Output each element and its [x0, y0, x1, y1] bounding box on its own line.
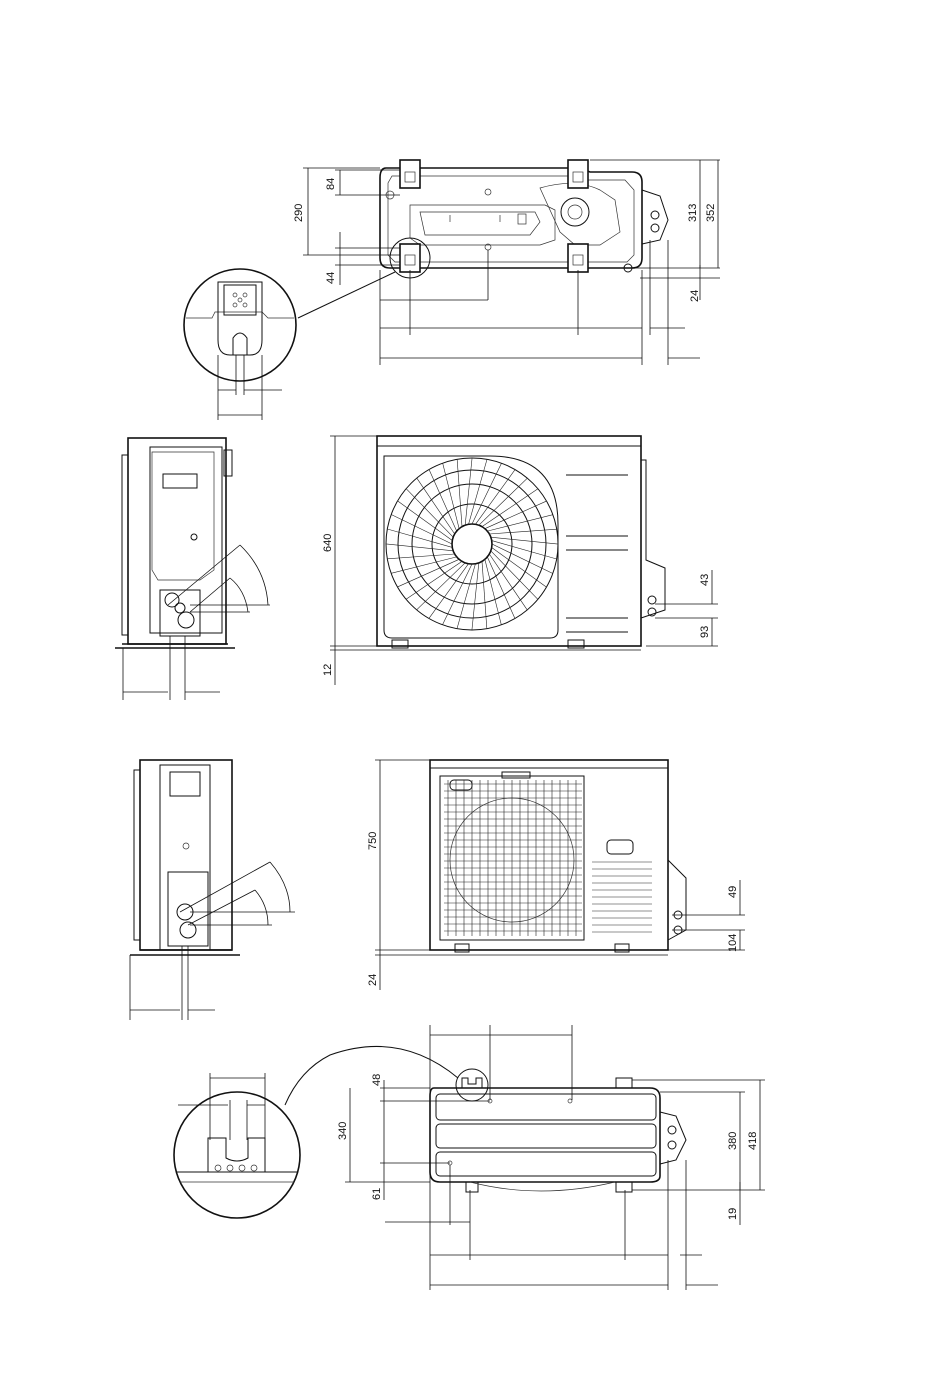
dim-640: 640 — [322, 534, 334, 552]
foot-bracket — [568, 244, 588, 272]
unit2-detail-magnifier — [174, 1073, 300, 1218]
unit1-top-dimensions: 84 290 44 313 352 24 — [293, 160, 720, 365]
dim-418: 418 — [747, 1132, 759, 1150]
dim-44: 44 — [325, 272, 337, 284]
unit2-side-view — [130, 760, 295, 1020]
unit1-side-view — [115, 438, 270, 700]
dim-750: 750 — [367, 832, 379, 850]
dim-290: 290 — [293, 204, 305, 222]
dim-340: 340 — [337, 1122, 349, 1140]
dim-61: 61 — [371, 1188, 383, 1200]
dim-19: 19 — [727, 1208, 739, 1220]
unit1-top-view — [298, 160, 668, 318]
dim-104: 104 — [727, 934, 739, 952]
dim-43: 43 — [699, 574, 711, 586]
dim-24: 24 — [689, 290, 701, 302]
unit2-front-view: 750 24 49 104 — [367, 760, 745, 990]
dim-24b: 24 — [367, 974, 379, 986]
unit1-front-view: 640 12 43 93 — [322, 436, 718, 685]
foot-bracket — [400, 160, 420, 188]
dim-84: 84 — [325, 178, 337, 190]
dim-313: 313 — [687, 204, 699, 222]
foot-bracket — [400, 244, 420, 272]
dim-380: 380 — [727, 1132, 739, 1150]
unit1-detail-magnifier — [184, 269, 296, 420]
dim-352: 352 — [705, 204, 717, 222]
dim-48: 48 — [371, 1074, 383, 1086]
dim-49: 49 — [727, 886, 739, 898]
dim-12: 12 — [322, 664, 334, 676]
dim-93: 93 — [699, 626, 711, 638]
foot-bracket — [568, 160, 588, 188]
unit2-bottom-view: 48 340 61 380 418 19 — [285, 1025, 765, 1290]
